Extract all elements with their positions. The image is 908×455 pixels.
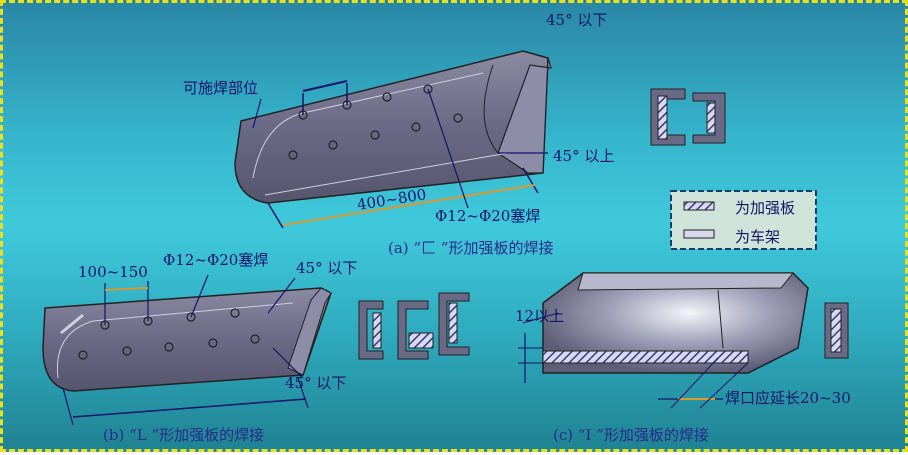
diagram-svg: 可施焊部位 45° 以下 45° 以上 400~800 Φ12~Φ20塞焊 (a… — [42, 11, 851, 444]
caption-c: (c) “I ”形加强板的焊接 — [553, 426, 709, 444]
label-a-plug-weld: Φ12~Φ20塞焊 — [435, 207, 540, 225]
label-c-height: 12以上 — [515, 307, 564, 325]
beam-b — [42, 274, 332, 426]
label-a-angle-bottom: 45° 以上 — [553, 147, 614, 165]
label-b-spacing: 100~150 — [78, 263, 148, 281]
caption-a: (a) “匚 ”形加强板的焊接 — [388, 239, 554, 257]
legend-item-frame: 为车架 — [735, 228, 780, 246]
beam-c — [518, 272, 809, 409]
label-a-angle-top: 45° 以下 — [546, 11, 607, 29]
label-b-plug-weld: Φ12~Φ20塞焊 — [163, 251, 268, 269]
section-icon-c — [824, 302, 849, 359]
label-b-angle-top: 45° 以下 — [296, 259, 357, 277]
legend-plain-swatch — [683, 229, 715, 239]
legend: 为加强板 为车架 — [670, 190, 817, 250]
caption-b: (b) “L ”形加强板的焊接 — [103, 426, 264, 444]
section-icons-a — [650, 88, 726, 146]
legend-item-reinforcement: 为加强板 — [735, 199, 795, 217]
label-c-extend: 焊口应延长20~30 — [725, 389, 851, 407]
beam-a — [234, 50, 552, 229]
label-b-angle-bottom: 45° 以下 — [285, 374, 346, 392]
legend-hatched-swatch — [683, 201, 715, 211]
label-weldable: 可施焊部位 — [183, 79, 258, 97]
section-icons-b — [358, 292, 470, 360]
